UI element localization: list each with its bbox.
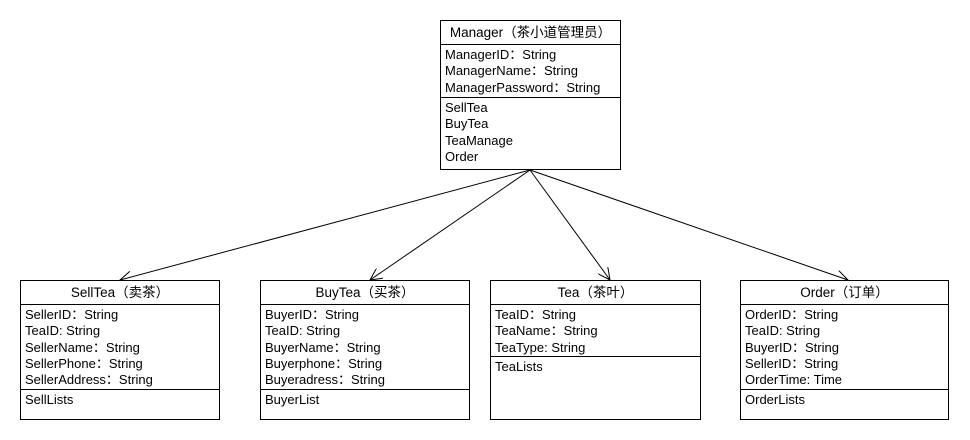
- attribute-section: BuyerID：String TeaID: String BuyerName：S…: [261, 305, 469, 390]
- attribute-row: TeaID: String: [265, 323, 341, 339]
- attribute-row: TeaID: String: [25, 323, 101, 339]
- attribute-row: TeaID：String: [495, 307, 576, 322]
- attribute-row: TeaID: String: [745, 323, 821, 339]
- arrow-manager-to-order: [529, 169, 848, 280]
- class-title: Tea（茶叶）: [491, 281, 700, 305]
- arrow-manager-to-tea: [529, 169, 610, 280]
- attribute-section: SellerID：String TeaID: String SellerName…: [21, 305, 219, 390]
- operation-row: Order: [445, 148, 479, 164]
- operation-row: OrderLists: [745, 392, 805, 407]
- attribute-row: SellerID：String: [745, 355, 839, 371]
- operation-section: SellLists: [21, 390, 219, 410]
- attribute-row: SellerPhone：String: [25, 355, 143, 371]
- class-order[interactable]: Order（订单） OrderID：String TeaID: String B…: [740, 280, 949, 420]
- operation-row: SellTea: [445, 100, 488, 115]
- attribute-row: TeaName：String: [495, 323, 598, 339]
- class-tea[interactable]: Tea（茶叶） TeaID：String TeaName：String TeaT…: [490, 280, 701, 420]
- class-title: SellTea（卖茶）: [21, 281, 219, 305]
- operation-section: TeaLists: [491, 357, 700, 377]
- attribute-row: Buyeradress：String: [265, 372, 385, 388]
- class-title: BuyTea（买茶）: [261, 281, 469, 305]
- attribute-section: TeaID：String TeaName：String TeaType: Str…: [491, 305, 700, 357]
- class-title: Manager（茶小道管理员）: [441, 21, 620, 45]
- attribute-row: ManagerName：String: [445, 63, 578, 79]
- attribute-row: BuyerID：String: [745, 339, 839, 355]
- attribute-row: OrderTime: Time: [745, 372, 843, 388]
- class-selltea[interactable]: SellTea（卖茶） SellerID：String TeaID: Strin…: [20, 280, 220, 420]
- operation-section: BuyerList: [261, 390, 469, 410]
- class-title: Order（订单）: [741, 281, 948, 305]
- attribute-row: BuyerID：String: [265, 307, 359, 322]
- attribute-section: OrderID：String TeaID: String BuyerID：Str…: [741, 305, 948, 390]
- operation-row: TeaLists: [495, 359, 543, 374]
- attribute-row: SellerAddress：String: [25, 372, 153, 388]
- arrow-manager-to-buytea: [370, 169, 531, 280]
- class-manager[interactable]: Manager（茶小道管理员） ManagerID：String Manager…: [440, 20, 621, 170]
- class-buytea[interactable]: BuyTea（买茶） BuyerID：String TeaID: String …: [260, 280, 470, 420]
- attribute-row: OrderID：String: [745, 307, 839, 322]
- attribute-row: Buyerphone：String: [265, 355, 383, 371]
- operation-row: SellLists: [25, 392, 74, 407]
- attribute-row: SellerName：String: [25, 339, 140, 355]
- arrow-manager-to-selltea: [120, 169, 531, 280]
- operation-row: TeaManage: [445, 132, 513, 148]
- attribute-row: TeaType: String: [495, 339, 586, 355]
- attribute-row: ManagerID：String: [445, 47, 557, 62]
- attribute-row: BuyerName：String: [265, 339, 381, 355]
- attribute-row: ManagerPassword：String: [445, 79, 601, 95]
- attribute-section: ManagerID：String ManagerName：String Mana…: [441, 45, 620, 98]
- operation-section: SellTea BuyTea TeaManage Order: [441, 98, 620, 167]
- operation-section: OrderLists: [741, 390, 948, 410]
- attribute-row: SellerID：String: [25, 307, 119, 322]
- operation-row: BuyTea: [445, 116, 489, 132]
- operation-row: BuyerList: [265, 392, 320, 407]
